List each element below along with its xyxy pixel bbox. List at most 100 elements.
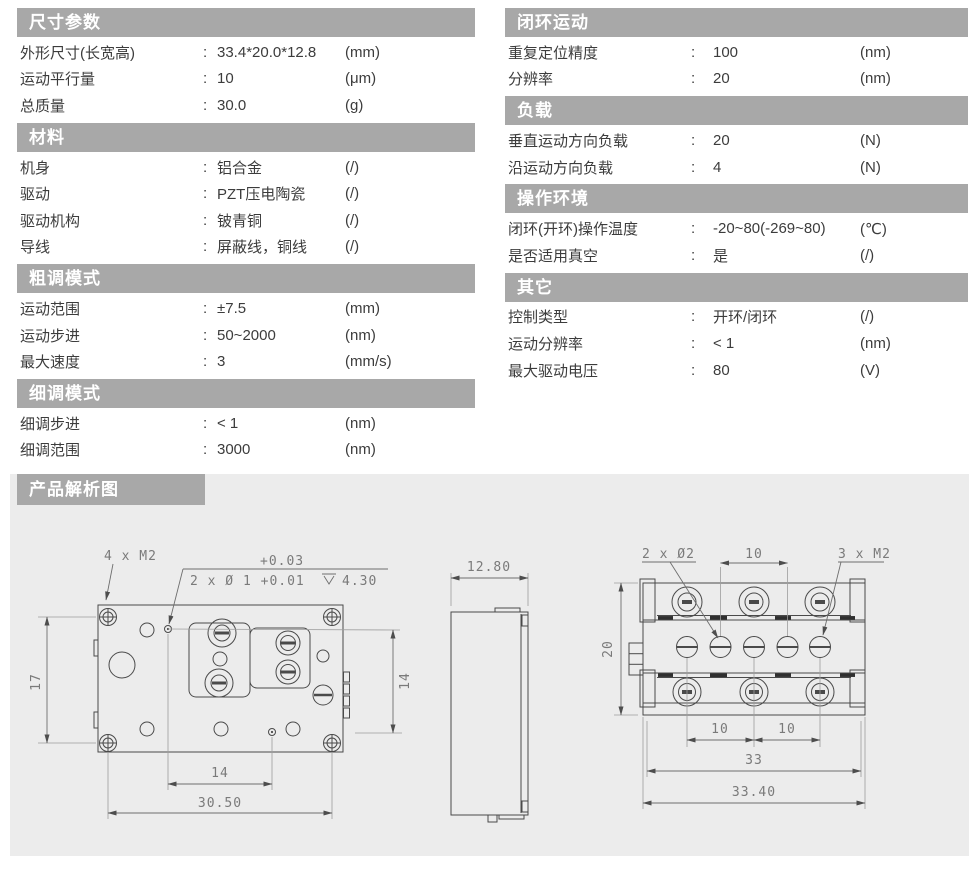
spec-row: 总质量:30.0(g) — [17, 92, 475, 119]
colon: : — [691, 158, 696, 176]
param-unit: (/) — [860, 308, 875, 326]
dim-17: 17 — [29, 673, 44, 691]
param-label: 驱动机构 — [20, 212, 81, 230]
spec-row: 外形尺寸(长宽高):33.4*20.0*12.8(mm) — [17, 39, 475, 66]
section-header-left-2: 粗调模式 — [17, 264, 475, 294]
spec-row: 重复定位精度:100(nm) — [505, 39, 968, 66]
param-value: 3 — [217, 353, 226, 371]
param-value: 屏蔽线，铜线 — [217, 239, 308, 257]
param-unit: (/) — [860, 246, 875, 264]
param-label: 机身 — [20, 159, 51, 177]
param-label: 运动分辨率 — [508, 335, 584, 353]
param-label: 导线 — [20, 239, 51, 257]
colon: : — [203, 353, 208, 371]
param-unit: (V) — [860, 361, 880, 379]
colon: : — [203, 299, 208, 317]
callout-3xM2: 3 x M2 — [838, 547, 891, 562]
spec-row: 闭环(开环)操作温度:-20~80(-269~80)(℃) — [505, 215, 968, 242]
spec-table-left: 尺寸参数外形尺寸(长宽高):33.4*20.0*12.8(mm)运动平行量:10… — [17, 8, 475, 463]
section-header-left-1: 材料 — [17, 122, 475, 152]
param-value: 10 — [217, 70, 234, 88]
spec-row: 是否适用真空: 是 (/) — [505, 242, 968, 269]
section-header-left-3: 细调模式 — [17, 378, 475, 408]
param-label: 运动平行量 — [20, 71, 96, 89]
param-label: 控制类型 — [508, 309, 569, 327]
colon: : — [691, 246, 696, 264]
dim-33-40: 33.40 — [732, 785, 776, 800]
spec-row: 细调步进:< 1(nm) — [17, 410, 475, 437]
param-label: 驱动 — [20, 186, 51, 204]
param-unit: (nm) — [345, 441, 376, 459]
param-value: 开环/闭环 — [713, 309, 778, 327]
param-label: 总质量 — [20, 97, 66, 115]
section-header-right-0: 闭环运动 — [505, 8, 968, 37]
colon: : — [203, 238, 208, 256]
spec-row: 细调范围:3000(nm) — [17, 437, 475, 464]
param-label: 外形尺寸(长宽高) — [20, 44, 135, 62]
param-unit: (mm/s) — [345, 353, 392, 371]
top-view: 4 x M2 +0.03 2 x Ø 1 +0.01 4.30 17 14 — [29, 549, 413, 819]
param-label: 运动范围 — [20, 300, 81, 318]
spec-row: 机身:铝合金(/) — [17, 154, 475, 181]
param-value: 是 — [713, 247, 729, 265]
colon: : — [203, 414, 208, 432]
product-drawing: 4 x M2 +0.03 2 x Ø 1 +0.01 4.30 17 14 — [29, 547, 891, 823]
param-unit: (N) — [860, 131, 881, 149]
param-value: 4 — [713, 158, 722, 176]
param-value: 80 — [713, 361, 730, 379]
param-unit: (/) — [345, 238, 360, 256]
colon: : — [203, 158, 208, 176]
spec-row: 垂直运动方向负载:20(N) — [505, 127, 968, 154]
param-unit: (nm) — [345, 326, 376, 344]
param-value: 50~2000 — [217, 326, 276, 344]
dim-14-bottom: 14 — [211, 766, 229, 781]
colon: : — [691, 308, 696, 326]
param-label: 沿运动方向负载 — [508, 159, 614, 177]
spec-row: 最大驱动电压:80(V) — [505, 357, 968, 384]
param-unit: (/) — [345, 185, 360, 203]
dim-30-50: 30.50 — [198, 796, 242, 811]
param-label: 运动步进 — [20, 327, 81, 345]
side-view: 12.80 — [450, 560, 529, 823]
param-unit: (μm) — [345, 70, 377, 88]
tolerance-upper: +0.03 — [260, 554, 304, 569]
param-unit: (nm) — [860, 70, 891, 88]
depth-value: 4.30 — [342, 574, 377, 589]
param-value: 铝合金 — [217, 159, 263, 177]
spec-row: 控制类型: 开环/闭环 (/) — [505, 304, 968, 331]
param-unit: (mm) — [345, 299, 380, 317]
param-label: 细调范围 — [20, 442, 81, 460]
spec-table-right: 闭环运动重复定位精度:100(nm)分辨率:20(nm)负载垂直运动方向负载:2… — [505, 8, 968, 383]
param-unit: (nm) — [860, 43, 891, 61]
param-unit: (/) — [345, 211, 360, 229]
section-header-right-1: 负载 — [505, 96, 968, 126]
param-unit: (mm) — [345, 43, 380, 61]
param-unit: (nm) — [345, 414, 376, 432]
callout-4xM2: 4 x M2 — [104, 549, 157, 564]
param-label: 是否适用真空 — [508, 247, 599, 265]
param-label: 重复定位精度 — [508, 44, 599, 62]
param-value: < 1 — [217, 414, 239, 432]
dim-14-right: 14 — [398, 672, 413, 690]
front-view: 2 x Ø2 10 3 x M2 20 — [601, 547, 891, 809]
section-header-right-3: 其它 — [505, 272, 968, 302]
dim-12-80: 12.80 — [467, 560, 511, 575]
spec-row: 沿运动方向负载:4(N) — [505, 154, 968, 181]
colon: : — [691, 220, 696, 238]
param-value: 30.0 — [217, 96, 247, 114]
param-value: 铍青铜 — [217, 212, 263, 230]
callout-2xD2: 2 x Ø2 — [642, 547, 695, 562]
param-value: 20 — [713, 70, 730, 88]
colon: : — [691, 131, 696, 149]
param-unit: (g) — [345, 96, 364, 114]
spec-row: 驱动机构:铍青铜(/) — [17, 207, 475, 234]
section-header-left-0: 尺寸参数 — [17, 8, 475, 37]
spec-row: 驱动:PZT压电陶瓷(/) — [17, 180, 475, 207]
depth-symbol — [322, 573, 336, 585]
front-view-dimensions: 2 x Ø2 10 3 x M2 20 — [601, 547, 891, 809]
dim-10-top: 10 — [745, 547, 763, 562]
colon: : — [203, 70, 208, 88]
spec-row: 运动分辨率:< 1(nm) — [505, 330, 968, 357]
product-diagram-panel: 产品解析图 — [10, 474, 969, 856]
